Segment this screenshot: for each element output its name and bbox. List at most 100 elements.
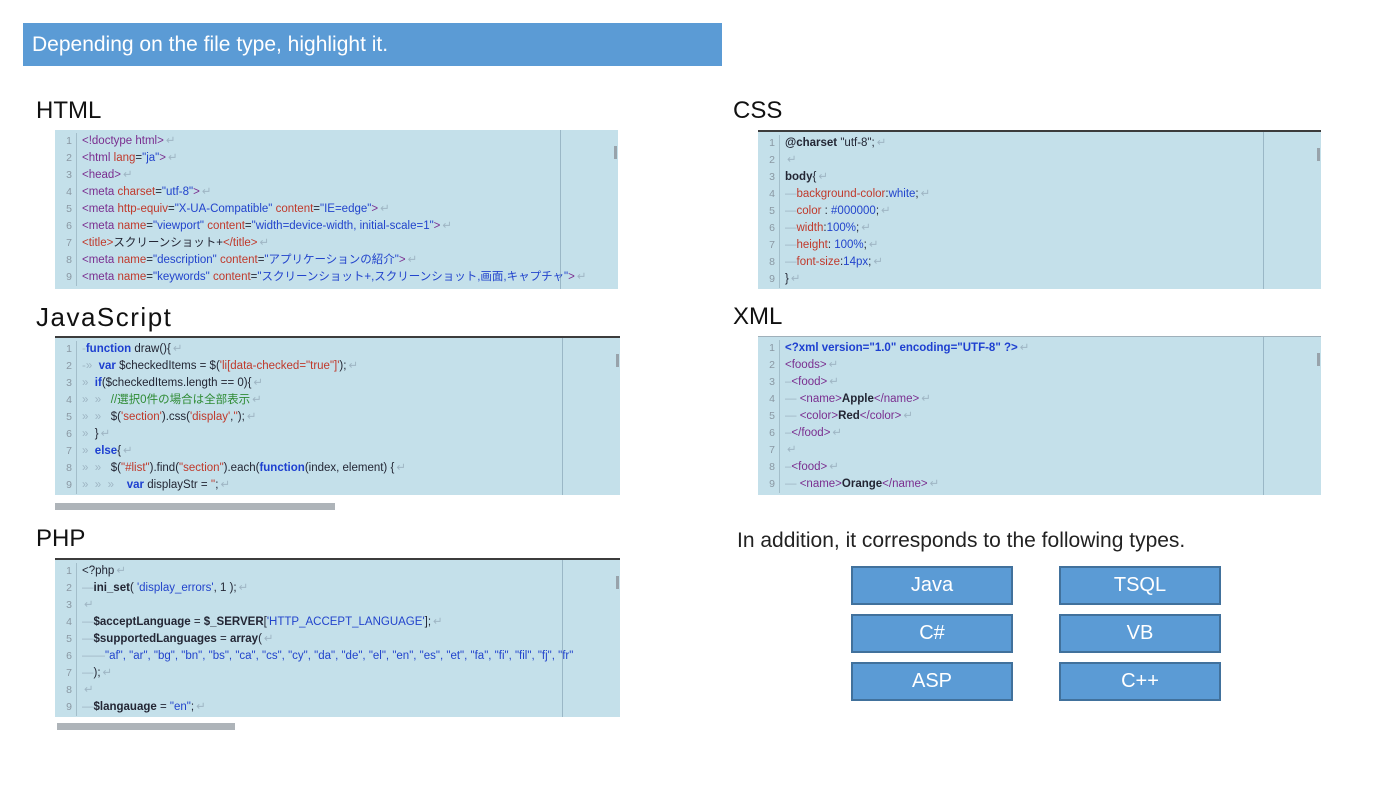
code-line: 6» }↵ [55,426,620,443]
line-number: 5 [55,409,77,426]
line-number: 9 [758,271,780,288]
line-number: 4 [758,186,780,203]
line-number: 7 [55,235,77,252]
newline-mark-icon: ↵ [84,599,94,611]
newline-mark-icon: ↵ [348,360,359,372]
language-button-grid: Java TSQL C# VB ASP C++ [851,566,1297,701]
line-number: 5 [55,631,77,648]
newline-mark-icon: ↵ [238,582,249,594]
code-line: 1@charset "utf-8";↵ [758,135,1321,152]
newline-mark-icon: ↵ [903,410,913,422]
newline-mark-icon: ↵ [246,411,257,423]
newline-mark-icon: ↵ [442,220,453,232]
newline-mark-icon: ↵ [263,633,274,645]
newline-mark-icon: ↵ [252,394,262,406]
newline-mark-icon: ↵ [116,565,126,577]
line-number: 3 [758,374,780,391]
lang-button-c-sharp[interactable]: C# [851,614,1013,653]
newline-mark-icon: ↵ [100,428,111,440]
code-line: 2↵ [758,152,1321,169]
newline-mark-icon: ↵ [832,427,843,439]
line-number: 3 [55,375,77,392]
code-line: 9<meta name="keywords" content="スクリーンショッ… [55,269,618,286]
line-number: 2 [758,357,780,374]
newline-mark-icon: ↵ [790,273,801,285]
lang-button-asp[interactable]: ASP [851,662,1013,701]
code-line: 1<!doctype html>↵ [55,133,618,150]
code-line: 7—height: 100%;↵ [758,237,1321,254]
code-block-xml: 1<?xml version="1.0" encoding="UTF-8" ?>… [758,336,1321,495]
newline-mark-icon: ↵ [220,479,231,491]
newline-mark-icon: ↵ [829,376,839,388]
code-line: 8—font-size:14px;↵ [758,254,1321,271]
code-line: 7» else{↵ [55,443,620,460]
code-line: 9}↵ [758,271,1321,288]
line-number: 1 [55,563,77,580]
code-line: 3↵ [55,597,620,614]
additional-types: In addition, it corresponds to the follo… [737,529,1297,701]
code-line: 2<html lang="ja">↵ [55,150,618,167]
newline-mark-icon: ↵ [102,667,113,679]
code-line: 6——"af", "ar", "bg", "bn", "bs", "ca", "… [55,648,620,665]
line-number: 4 [758,391,780,408]
newline-mark-icon: ↵ [921,393,931,405]
code-line: 9» » » var displayStr = '';↵ [55,477,620,494]
line-number: 6 [758,425,780,442]
code-line: 4—$acceptLanguage = $_SERVER['HTTP_ACCEP… [55,614,620,631]
line-number: 8 [758,254,780,271]
code-line: 3» if($checkedItems.length == 0){↵ [55,375,620,392]
lang-button-java[interactable]: Java [851,566,1013,605]
code-line: 5— <color>Red</color>↵ [758,408,1321,425]
newline-mark-icon: ↵ [201,186,212,198]
newline-mark-icon: ↵ [433,616,443,628]
line-number: 1 [55,133,77,150]
code-line: 4» » //選択0件の場合は全部表示↵ [55,392,620,409]
newline-mark-icon: ↵ [172,343,183,355]
line-number: 7 [758,442,780,459]
newline-mark-icon: ↵ [380,203,390,215]
section-javascript: JavaScript 1-function draw(){↵2-» var $c… [36,302,620,495]
section-title-javascript: JavaScript [36,302,173,332]
code-line: 6<meta name="viewport" content="width=de… [55,218,618,235]
line-number: 7 [758,237,780,254]
line-number: 2 [55,580,77,597]
section-title-xml: XML [733,303,783,330]
line-number: 7 [55,665,77,682]
section-title-css: CSS [733,97,783,124]
code-line: 6–</food>↵ [758,425,1321,442]
newline-mark-icon: ↵ [576,271,587,283]
line-number: 3 [758,169,780,186]
line-number: 5 [55,201,77,218]
newline-mark-icon: ↵ [84,684,94,696]
lang-button-vb[interactable]: VB [1059,614,1221,653]
section-xml: XML 1<?xml version="1.0" encoding="UTF-8… [733,302,1321,495]
line-number: 8 [55,460,77,477]
line-number: 1 [758,135,780,152]
newline-mark-icon: ↵ [829,461,839,473]
code-line: 5—$supportedLanguages = array(↵ [55,631,620,648]
line-number: 2 [758,152,780,169]
section-php: PHP 1<?php↵2—ini_set( 'display_errors', … [36,524,620,717]
section-title-php: PHP [36,525,86,552]
line-number: 2 [55,358,77,375]
code-line: 9—$langauage = "en";↵ [55,699,620,716]
line-number: 6 [55,218,77,235]
code-line: 8–<food>↵ [758,459,1321,476]
code-line: 2-» var $checkedItems = $('li[data-check… [55,358,620,375]
code-line: 4— <name>Apple</name>↵ [758,391,1321,408]
code-line: 7<title>スクリーンショット+</title>↵ [55,235,618,252]
line-number: 1 [55,341,77,358]
line-number: 4 [55,392,77,409]
code-line: 1<?xml version="1.0" encoding="UTF-8" ?>… [758,340,1321,357]
line-number: 2 [55,150,77,167]
lang-button-tsql[interactable]: TSQL [1059,566,1221,605]
line-number: 5 [758,408,780,425]
newline-mark-icon: ↵ [868,239,879,251]
line-number: 8 [55,252,77,269]
lang-button-c-plus-plus[interactable]: C++ [1059,662,1221,701]
line-number: 4 [55,184,77,201]
code-line: 1-function draw(){↵ [55,341,620,358]
